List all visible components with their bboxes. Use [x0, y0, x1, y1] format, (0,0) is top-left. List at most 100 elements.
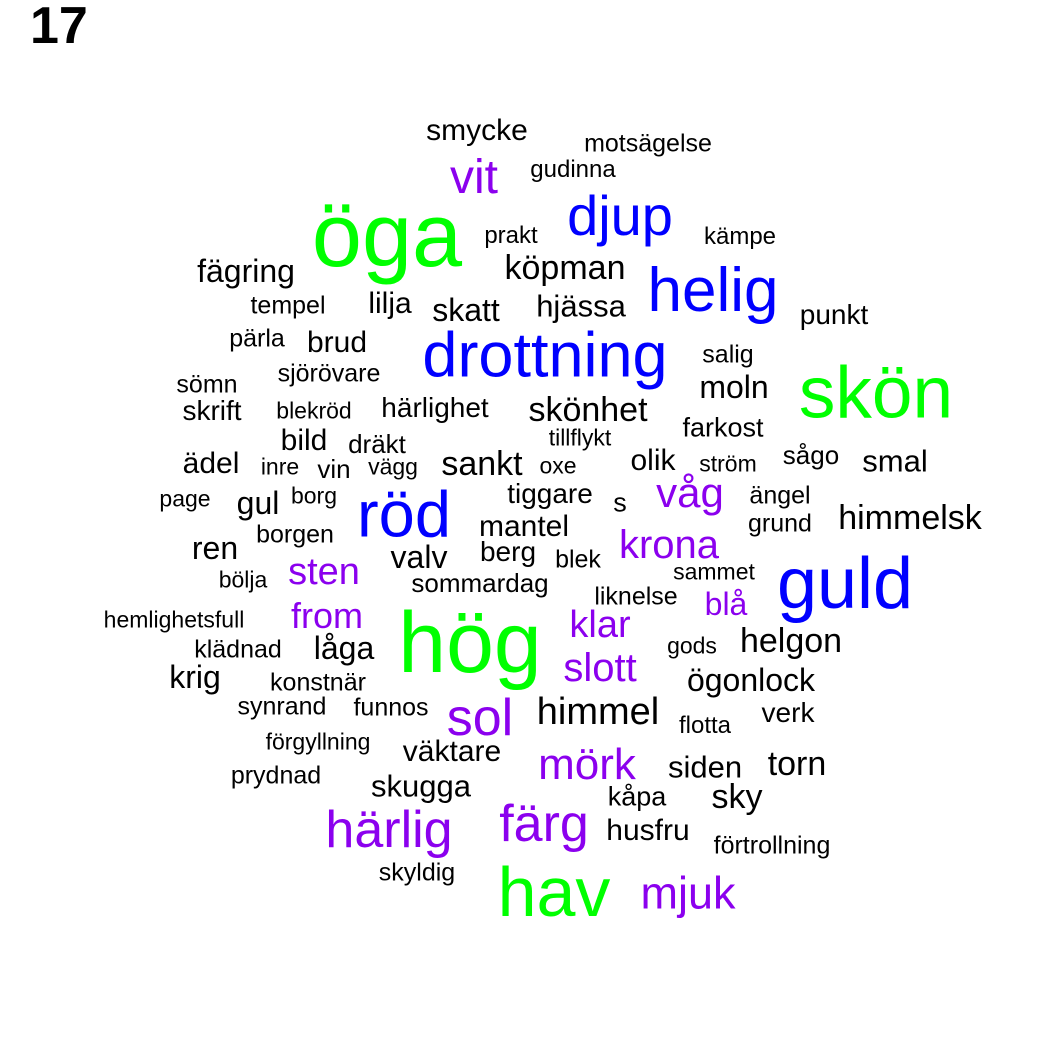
word-smal: smal	[862, 443, 928, 479]
word-kampe: kämpe	[703, 223, 777, 250]
word-funnos: funnos	[353, 693, 429, 722]
panel-label: 17	[30, 0, 88, 55]
word-ren: ren	[191, 530, 239, 566]
word-sky: sky	[711, 778, 763, 816]
word-moln: moln	[699, 369, 769, 405]
word-prakt: prakt	[484, 222, 538, 249]
word-husfru: husfru	[606, 814, 690, 847]
word-page: page	[159, 485, 211, 512]
word-krona: krona	[618, 523, 720, 567]
word-helgon: helgon	[739, 622, 843, 660]
word-fortrollning: förtrollning	[713, 831, 831, 860]
word-flotta: flotta	[678, 712, 732, 739]
word-grund: grund	[748, 509, 812, 538]
word-rod: röd	[357, 477, 451, 551]
word-s: s	[613, 487, 627, 518]
word-djup: djup	[567, 184, 673, 247]
word-strom: ström	[699, 450, 757, 477]
word-skyldig: skyldig	[378, 858, 456, 887]
word-kladnad: klädnad	[194, 635, 282, 664]
word-tillflykt: tillflykt	[548, 424, 612, 451]
word-sago: sågo	[782, 440, 840, 470]
word-mork: mörk	[538, 740, 636, 789]
word-liknelse: liknelse	[594, 582, 678, 611]
word-sten: sten	[288, 551, 360, 593]
word-inre: inre	[260, 453, 300, 480]
word-klar: klar	[569, 604, 631, 646]
word-berg: berg	[479, 536, 537, 567]
word-brud: brud	[306, 326, 368, 359]
word-tempel: tempel	[250, 291, 326, 320]
word-gudinna: gudinna	[530, 156, 616, 183]
word-borgen: borgen	[256, 520, 334, 549]
word-gul: gul	[236, 485, 280, 521]
word-prydnad: prydnad	[230, 761, 322, 790]
word-skonhet: skönhet	[528, 391, 648, 429]
word-hav: hav	[497, 853, 611, 931]
word-vagg: vägg	[368, 453, 418, 480]
word-blekrod: blekröd	[276, 397, 352, 424]
word-bild: bild	[280, 424, 328, 457]
word-gods: gods	[667, 632, 717, 659]
word-fagring: fägring	[197, 253, 295, 289]
word-smycke: smycke	[426, 114, 528, 147]
word-borg: borg	[290, 482, 338, 509]
word-bolja: bölja	[218, 566, 268, 593]
word-slott: slott	[563, 646, 637, 690]
word-sankt: sankt	[441, 445, 523, 483]
word-krig: krig	[169, 659, 221, 695]
word-angel: ängel	[749, 481, 811, 510]
word-valv: valv	[390, 539, 448, 575]
word-mantel: mantel	[478, 510, 570, 543]
word-harlighet: härlighet	[381, 392, 489, 423]
word-tiggare: tiggare	[507, 478, 593, 509]
word-sol: sol	[446, 689, 514, 747]
word-himmelsk: himmelsk	[838, 499, 982, 537]
word-kopman: köpman	[504, 249, 626, 287]
word-guld: guld	[776, 544, 914, 624]
word-skugga: skugga	[371, 768, 471, 804]
word-helig: helig	[647, 256, 779, 325]
word-konstnar: konstnär	[270, 668, 366, 697]
word-oga: öga	[311, 186, 463, 286]
word-kapa: kåpa	[607, 781, 667, 812]
word-oxe: oxe	[539, 452, 577, 479]
word-hemlighetsfull: hemlighetsfull	[103, 606, 245, 633]
word-motsagelse: motsägelse	[584, 129, 712, 158]
word-bla: blå	[704, 586, 748, 622]
word-siden: siden	[667, 749, 743, 785]
word-sjorovare: sjörövare	[277, 359, 381, 388]
word-himmel: himmel	[536, 691, 660, 733]
word-harlig: härlig	[325, 801, 453, 859]
word-parla: pärla	[229, 324, 285, 353]
word-farg: färg	[499, 795, 589, 853]
word-ogonlock: ögonlock	[686, 662, 816, 698]
word-vag: våg	[656, 469, 724, 516]
word-punkt: punkt	[799, 299, 869, 330]
word-skrift: skrift	[182, 395, 242, 426]
word-sommardag: sommardag	[411, 568, 549, 598]
word-olik: olik	[630, 444, 676, 477]
word-adel: ädel	[182, 447, 240, 480]
word-vin: vin	[317, 454, 351, 484]
word-lilja: lilja	[368, 287, 412, 320]
word-torn: torn	[767, 745, 827, 783]
word-somn: sömn	[176, 370, 238, 399]
word-skon: skön	[798, 352, 954, 434]
word-sammet: sammet	[673, 558, 755, 585]
word-drakt: dräkt	[348, 429, 406, 459]
word-forgyllning: förgyllning	[265, 728, 371, 755]
word-hog: hög	[398, 595, 542, 691]
word-salig: salig	[702, 340, 754, 369]
word-hjassa: hjässa	[536, 288, 626, 324]
word-drottning: drottning	[422, 320, 668, 391]
word-vaktare: väktare	[402, 735, 502, 768]
word-skatt: skatt	[432, 292, 500, 328]
word-farkost: farkost	[682, 412, 764, 443]
word-verk: verk	[761, 697, 815, 728]
word-laga: låga	[313, 630, 375, 666]
word-from: from	[291, 595, 363, 636]
word-mjuk: mjuk	[640, 867, 736, 919]
word-synrand: synrand	[237, 692, 327, 721]
